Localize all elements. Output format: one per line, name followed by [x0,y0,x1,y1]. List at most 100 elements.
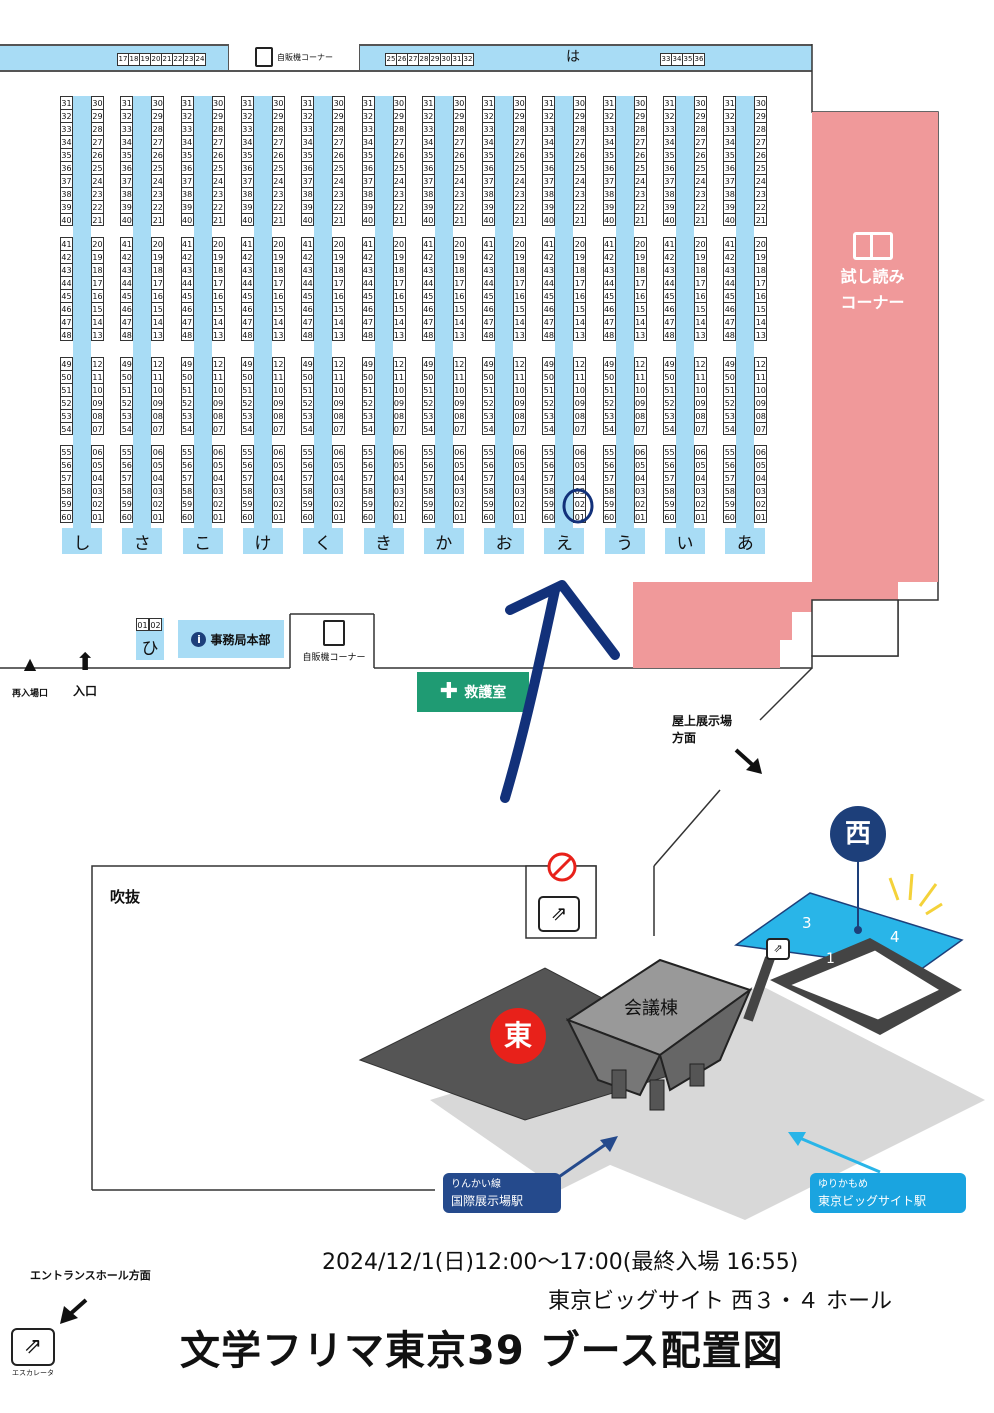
booth-number: 20 [633,237,647,250]
booth-number: 01 [513,510,527,523]
booth-number: 42 [120,250,134,263]
booth-number: 40 [180,213,194,226]
booth-number: 08 [452,409,466,422]
booth-number: 24 [211,174,225,187]
booth-number: 24 [151,174,165,187]
booth-number: 40 [542,213,556,226]
booth-number: 52 [301,396,315,409]
booth-number: 19 [211,250,225,263]
booth-number: 20 [754,237,768,250]
booth-number: 41 [180,237,194,250]
booth-number: 20 [694,237,707,250]
booth-number: 25 [633,161,647,174]
booth-number: 38 [361,187,375,200]
office-hq: i 事務局本部 [178,620,284,658]
booth-number: 35 [663,148,676,161]
booth-number: 22 [392,200,406,213]
booth-number: 49 [301,357,315,370]
hall-2-label: 2 [914,984,923,1000]
booth-number: 58 [542,484,556,497]
booth-number: 35 [542,148,556,161]
booth-number: 09 [754,396,768,409]
booth-number: 22 [633,200,647,213]
booth-row-aisle [555,96,574,528]
booth-number: 57 [120,471,134,484]
booth-number: 45 [421,289,435,302]
booth-number: 53 [723,409,737,422]
booth-number: 09 [151,396,165,409]
booth-number: 42 [240,250,254,263]
info-icon: i [191,631,207,647]
booth-number: 29 [211,109,225,122]
booth-number: 47 [723,315,737,328]
east-label: 東 [503,1019,532,1052]
booth-number: 52 [482,396,496,409]
booth-number: 39 [602,200,616,213]
booth-number: 12 [513,357,527,370]
booth-number: 29 [271,109,285,122]
booth-number: 22 [332,200,346,213]
booth-number: 52 [421,396,435,409]
booth-number: 48 [361,328,375,341]
booth-number: 32 [602,109,616,122]
booth-number: 01 [754,510,768,523]
booth-number: 36 [663,161,676,174]
booth-number: 17 [573,276,587,289]
booth-number: 55 [421,445,435,458]
booth-number: 08 [694,409,707,422]
booth-number: 04 [91,471,104,484]
booth-number: 03 [91,484,104,497]
booth-number: 03 [513,484,527,497]
rinkai-station-badge: りんかい線 国際展示場駅 [443,1173,561,1213]
booth-number: 29 [452,109,466,122]
booth-number: 60 [240,510,254,523]
booth-number: 54 [180,422,194,435]
top-booth-cell: 20 [150,53,162,66]
booth-number: 28 [573,122,587,135]
booth-number: 05 [211,458,225,471]
booth-number: 39 [120,200,134,213]
hall-outline [0,44,939,669]
booth-number: 31 [240,96,254,109]
entrance-hall-direction-label: エントランスホール方面 [30,1269,151,1282]
booth-number: 30 [513,96,527,109]
booth-number: 11 [754,370,768,383]
booth-number: 59 [180,497,194,510]
booth-number: 46 [421,302,435,315]
booth-number: 15 [392,302,406,315]
booth-number: 25 [271,161,285,174]
booth-number: 47 [361,315,375,328]
booth-number: 34 [602,135,616,148]
booth-number: 14 [392,315,406,328]
atrium-label: 吹抜 [110,888,141,906]
booth-number: 49 [240,357,254,370]
conference-building-label: 会議棟 [624,998,678,1019]
booth-number: 38 [723,187,737,200]
booth-number: 13 [452,328,466,341]
booth-number: 46 [301,302,315,315]
booth-number: 39 [361,200,375,213]
booth-number: 46 [602,302,616,315]
booth-number: 57 [602,471,616,484]
booth-number: 08 [573,409,587,422]
booth-number: 16 [271,289,285,302]
booth-number: 47 [542,315,556,328]
booth-number: 02 [151,497,165,510]
booth-number: 41 [542,237,556,250]
booth-number: 11 [573,370,587,383]
booth-number: 45 [542,289,556,302]
booth-number: 04 [694,471,707,484]
booth-number: 37 [663,174,676,187]
booth-number: 57 [240,471,254,484]
booth-number: 05 [452,458,466,471]
booth-number: 49 [723,357,737,370]
booth-number: 04 [754,471,768,484]
booth-number: 06 [633,445,647,458]
